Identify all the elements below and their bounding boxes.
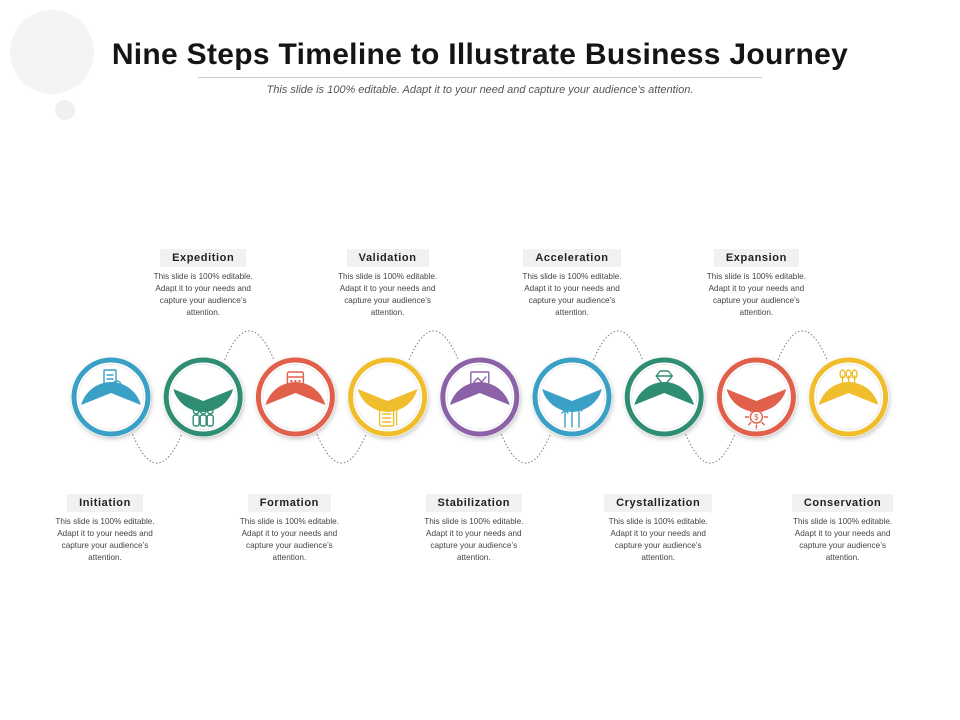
step-title: Expansion bbox=[713, 249, 799, 267]
page-subtitle: This slide is 100% editable. Adapt it to… bbox=[266, 84, 694, 96]
step-03: 03 bbox=[255, 357, 336, 437]
step-05: 05 bbox=[439, 357, 520, 437]
step-ring bbox=[809, 357, 889, 437]
connector-arc bbox=[593, 330, 644, 360]
plants-icon bbox=[837, 369, 860, 389]
connector-arcs bbox=[132, 330, 828, 464]
title-divider bbox=[198, 77, 762, 78]
trend-chart-icon bbox=[470, 371, 490, 389]
step-number: 07 bbox=[655, 407, 673, 425]
team-icon bbox=[192, 407, 214, 427]
page-title: Nine Steps Timeline to Illustrate Busine… bbox=[111, 38, 849, 71]
step-description: This slide is 100% editable. Adapt it to… bbox=[55, 517, 155, 562]
step-description: This slide is 100% editable. Adapt it to… bbox=[706, 272, 806, 317]
step-08: 08 $ bbox=[716, 357, 797, 437]
step-number: 02 bbox=[194, 371, 212, 389]
step-number-segment bbox=[542, 388, 602, 412]
step-title: Validation bbox=[346, 249, 429, 267]
step-01: 01 bbox=[71, 357, 151, 437]
step-ring bbox=[716, 357, 796, 437]
decorative-circle-small bbox=[55, 100, 75, 120]
step-02: 02 bbox=[163, 357, 244, 437]
step-circles: 01 02 03 04 05 06 07 08 $09 bbox=[71, 357, 889, 437]
step-ring bbox=[255, 357, 335, 437]
step-title: Acceleration bbox=[523, 249, 621, 267]
dollar-gear-icon: $ bbox=[744, 405, 769, 429]
step-title: Expedition bbox=[160, 249, 247, 267]
step-description: This slide is 100% editable. Adapt it to… bbox=[608, 517, 708, 562]
connector-arc bbox=[500, 434, 551, 464]
step-number: 06 bbox=[563, 371, 581, 389]
step-description: This slide is 100% editable. Adapt it to… bbox=[792, 517, 893, 562]
step-number: 05 bbox=[471, 407, 489, 425]
step-number-segment bbox=[173, 388, 234, 412]
step-07: 07 bbox=[624, 357, 705, 437]
svg-text:$: $ bbox=[754, 413, 759, 422]
connector-arc bbox=[316, 434, 367, 464]
connector-arc bbox=[777, 330, 828, 360]
step-number: 09 bbox=[840, 407, 858, 425]
step-04: 04 bbox=[347, 357, 428, 437]
step-ring bbox=[71, 357, 151, 437]
step-ring bbox=[440, 357, 520, 437]
step-description: This slide is 100% editable. Adapt it to… bbox=[424, 517, 524, 562]
step-ring bbox=[624, 357, 704, 437]
growth-arrows-icon bbox=[561, 404, 583, 428]
step-number-segment bbox=[265, 382, 326, 406]
step-06: 06 bbox=[532, 357, 612, 437]
step-title: Crystallization bbox=[604, 494, 713, 512]
calendar-icon bbox=[286, 371, 305, 390]
step-description: This slide is 100% editable. Adapt it to… bbox=[522, 272, 622, 317]
step-number-segment bbox=[449, 382, 510, 406]
step-09: 09 bbox=[808, 357, 889, 437]
step-ring bbox=[348, 357, 428, 437]
step-number: 08 bbox=[747, 371, 765, 389]
step-title: Initiation bbox=[67, 494, 143, 512]
step-number-segment bbox=[634, 382, 695, 406]
step-ring bbox=[532, 357, 612, 437]
document-settings-icon bbox=[103, 369, 122, 390]
step-number: 04 bbox=[379, 371, 397, 389]
connector-arc bbox=[224, 330, 275, 360]
step-number: 03 bbox=[286, 407, 304, 425]
step-number: 01 bbox=[102, 407, 120, 425]
decorative-circle-large bbox=[10, 10, 94, 94]
step-number-segment bbox=[81, 382, 141, 406]
connector-arc bbox=[132, 434, 183, 464]
step-title: Stabilization bbox=[425, 494, 523, 512]
step-description: This slide is 100% editable. Adapt it to… bbox=[239, 517, 339, 562]
clipboard-icon bbox=[378, 405, 398, 427]
step-number-segment bbox=[726, 388, 787, 412]
step-number-segment bbox=[357, 388, 418, 412]
step-description: This slide is 100% editable. Adapt it to… bbox=[337, 272, 438, 317]
step-description: This slide is 100% editable. Adapt it to… bbox=[153, 272, 253, 317]
connector-arc bbox=[408, 330, 459, 360]
step-title: Conservation bbox=[791, 494, 894, 512]
step-title: Formation bbox=[247, 494, 331, 512]
step-number-segment bbox=[818, 382, 879, 406]
diamond-icon bbox=[654, 370, 674, 389]
step-ring bbox=[163, 357, 243, 437]
connector-arc bbox=[685, 434, 736, 464]
